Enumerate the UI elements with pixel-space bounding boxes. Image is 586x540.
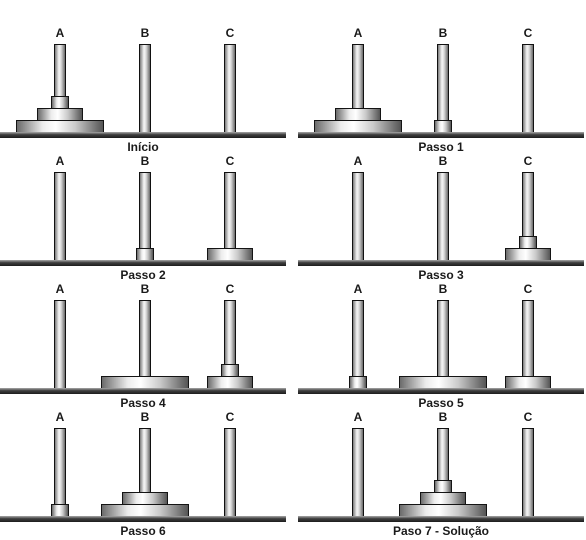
step-caption: Passo 4 (120, 396, 166, 410)
peg-label-a: A (55, 26, 65, 40)
rod-b (437, 172, 449, 262)
disk-small (221, 364, 239, 377)
rod-c (522, 44, 534, 134)
step-caption: Passo 5 (418, 396, 464, 410)
ground-bar (298, 260, 584, 266)
disk-small (519, 236, 537, 249)
step-panel: A B C Passo 1 (298, 14, 584, 154)
step-caption: Passo 3 (418, 268, 464, 282)
step-panel: A B C Passo 3 (298, 142, 584, 282)
step-caption: Passo 6 (120, 524, 166, 538)
peg-label-a: A (353, 154, 363, 168)
step-caption: Paso 7 - Solução (392, 524, 490, 538)
peg-label-b: B (140, 26, 150, 40)
rod-a (54, 300, 66, 390)
peg-label-b: B (140, 282, 150, 296)
peg-label-c: C (225, 282, 235, 296)
step-panel: A B C Início (0, 14, 286, 154)
step-panel: A B C Passo 4 (0, 270, 286, 410)
peg-label-b: B (438, 282, 448, 296)
peg-label-a: A (55, 410, 65, 424)
rod-b (139, 44, 151, 134)
step-panel: A B C Passo 2 (0, 142, 286, 282)
ground-bar (0, 260, 286, 266)
peg-label-c: C (523, 26, 533, 40)
ground-bar (298, 132, 584, 138)
step-panel: A B C Paso 7 - Solução (298, 398, 584, 538)
disk-small (51, 96, 69, 109)
ground-bar (0, 132, 286, 138)
rod-a (352, 172, 364, 262)
peg-label-c: C (225, 154, 235, 168)
rod-c (522, 428, 534, 518)
disk-medium (122, 492, 168, 505)
rod-c (224, 44, 236, 134)
peg-label-a: A (353, 410, 363, 424)
rod-a (54, 172, 66, 262)
ground-bar (298, 388, 584, 394)
ground-bar (298, 516, 584, 522)
disk-medium (335, 108, 381, 121)
step-panel: A B C Passo 5 (298, 270, 584, 410)
disk-medium (37, 108, 83, 121)
peg-label-a: A (55, 282, 65, 296)
disk-medium (420, 492, 466, 505)
peg-label-b: B (438, 410, 448, 424)
peg-label-c: C (225, 410, 235, 424)
peg-label-a: A (353, 282, 363, 296)
peg-label-a: A (353, 26, 363, 40)
peg-label-b: B (140, 410, 150, 424)
step-panel: A B C Passo 6 (0, 398, 286, 538)
peg-label-b: B (140, 154, 150, 168)
peg-label-c: C (523, 410, 533, 424)
disk-small (434, 480, 452, 493)
ground-bar (0, 388, 286, 394)
ground-bar (0, 516, 286, 522)
rod-a (352, 428, 364, 518)
step-caption: Passo 2 (120, 268, 166, 282)
peg-label-c: C (523, 154, 533, 168)
step-caption: Início (127, 140, 159, 154)
rod-c (224, 428, 236, 518)
peg-label-c: C (225, 26, 235, 40)
peg-label-b: B (438, 26, 448, 40)
peg-label-c: C (523, 282, 533, 296)
step-caption: Passo 1 (418, 140, 464, 154)
peg-label-a: A (55, 154, 65, 168)
peg-label-b: B (438, 154, 448, 168)
